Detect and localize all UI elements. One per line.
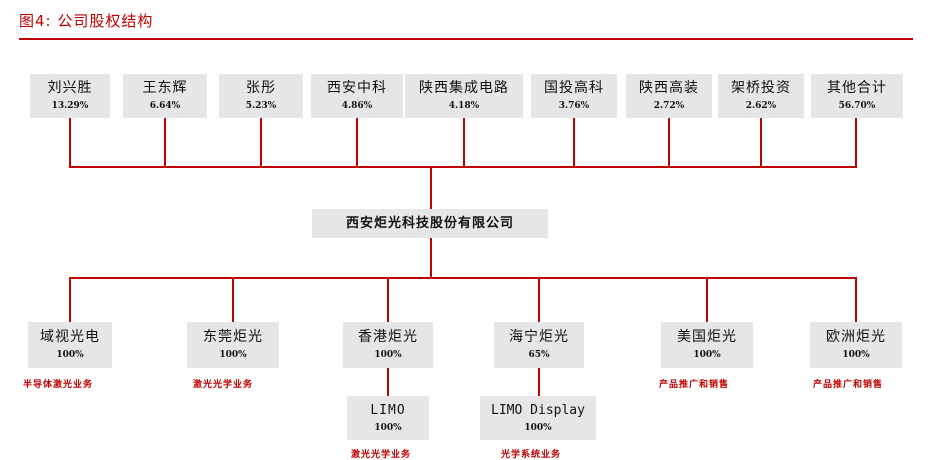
connector-line [387,277,389,322]
subsidiary-business-note: 激光光学业务 [193,380,254,390]
shareholder-box-wang: 王东辉 6.64% [123,74,207,118]
shareholder-box-shaanxi-ic: 陕西集成电路 4.18% [405,74,523,118]
subsidiary-box-europe: 欧洲炬光 100% [810,322,902,368]
shareholder-pct: 4.18% [448,101,480,111]
shareholder-name: 陕西高装 [639,80,699,96]
shareholder-pct: 13.29% [51,101,89,111]
subsidiary-box-dongguan: 东莞炬光 100% [187,322,279,368]
connector-line [760,118,762,167]
subsidiary-name: 美国炬光 [677,329,737,345]
subsidiary-name: 东莞炬光 [203,329,263,345]
subsidiary-pct: 100% [693,350,721,360]
subsidiary-pct: 100% [219,350,247,360]
subsidiary-pct: 100% [524,423,552,433]
shareholder-pct: 56.70% [838,101,876,111]
subsidiary-box-usa: 美国炬光 100% [661,322,753,368]
connector-line [356,118,358,167]
connector-line [69,118,71,167]
title-divider [19,38,913,40]
subsidiary-business-note: 激光光学业务 [351,450,412,460]
connector-line [164,118,166,167]
subsidiary-business-note: 光学系统业务 [501,450,562,460]
connector-line [538,368,540,396]
shareholder-pct: 3.76% [558,101,590,111]
connector-line [387,368,389,396]
connector-line [463,118,465,167]
subsidiary-pct: 100% [842,350,870,360]
connector-line [430,238,432,278]
shareholder-pct: 4.86% [341,101,373,111]
subsidiary-business-note: 半导体激光业务 [23,380,94,390]
top-bus-line [69,166,857,168]
connector-line [232,277,234,322]
subsidiary-name: 欧洲炬光 [826,329,886,345]
shareholder-box-guotou: 国投高科 3.76% [531,74,617,118]
shareholder-box-others: 其他合计 56.70% [811,74,903,118]
shareholder-name: 刘兴胜 [47,80,93,96]
bottom-bus-line [69,277,857,279]
subsidiary-pct: 100% [56,350,84,360]
subsidiary-box-yushi: 域视光电 100% [28,322,112,368]
shareholder-pct: 2.62% [745,101,777,111]
connector-line [538,277,540,322]
shareholder-name: 西安中科 [327,80,387,96]
sub-subsidiary-box-limo-display: LIMO Display 100% [480,396,596,440]
shareholder-pct: 2.72% [653,101,685,111]
subsidiary-name: LIMO Display [491,403,585,418]
figure-title: 图4: 公司股权结构 [19,12,154,30]
shareholder-box-jiaqiao: 架桥投资 2.62% [718,74,804,118]
connector-line [668,118,670,167]
subsidiary-business-note: 产品推广和销售 [659,380,730,390]
shareholder-box-zhang: 张彤 5.23% [219,74,303,118]
shareholder-box-xian-zhongke: 西安中科 4.86% [311,74,403,118]
connector-line [430,166,432,209]
shareholder-pct: 5.23% [245,101,277,111]
shareholder-name: 架桥投资 [731,80,791,96]
subsidiary-pct: 100% [374,423,402,433]
shareholder-name: 王东辉 [142,80,188,96]
shareholder-pct: 6.64% [149,101,181,111]
company-name: 西安炬光科技股份有限公司 [345,216,514,231]
subsidiary-box-hongkong: 香港炬光 100% [343,322,433,368]
shareholder-name: 国投高科 [544,80,604,96]
company-box: 西安炬光科技股份有限公司 [312,209,548,238]
subsidiary-name: LIMO [370,403,406,418]
shareholder-box-liu: 刘兴胜 13.29% [30,74,110,118]
connector-line [706,277,708,322]
connector-line [855,118,857,167]
subsidiary-pct: 100% [374,350,402,360]
connector-line [573,118,575,167]
connector-line [260,118,262,167]
sub-subsidiary-box-limo: LIMO 100% [347,396,429,440]
subsidiary-box-haining: 海宁炬光 65% [494,322,584,368]
shareholder-name: 陕西集成电路 [419,80,509,96]
subsidiary-name: 香港炬光 [358,329,418,345]
subsidiary-business-note: 产品推广和销售 [813,380,884,390]
subsidiary-pct: 65% [528,350,550,360]
connector-line [69,277,71,322]
shareholder-name: 其他合计 [827,80,887,96]
subsidiary-name: 海宁炬光 [509,329,569,345]
shareholder-name: 张彤 [246,80,276,96]
connector-line [855,277,857,322]
subsidiary-name: 域视光电 [40,329,100,345]
shareholder-box-shaanxi-gaozhuang: 陕西高装 2.72% [626,74,712,118]
